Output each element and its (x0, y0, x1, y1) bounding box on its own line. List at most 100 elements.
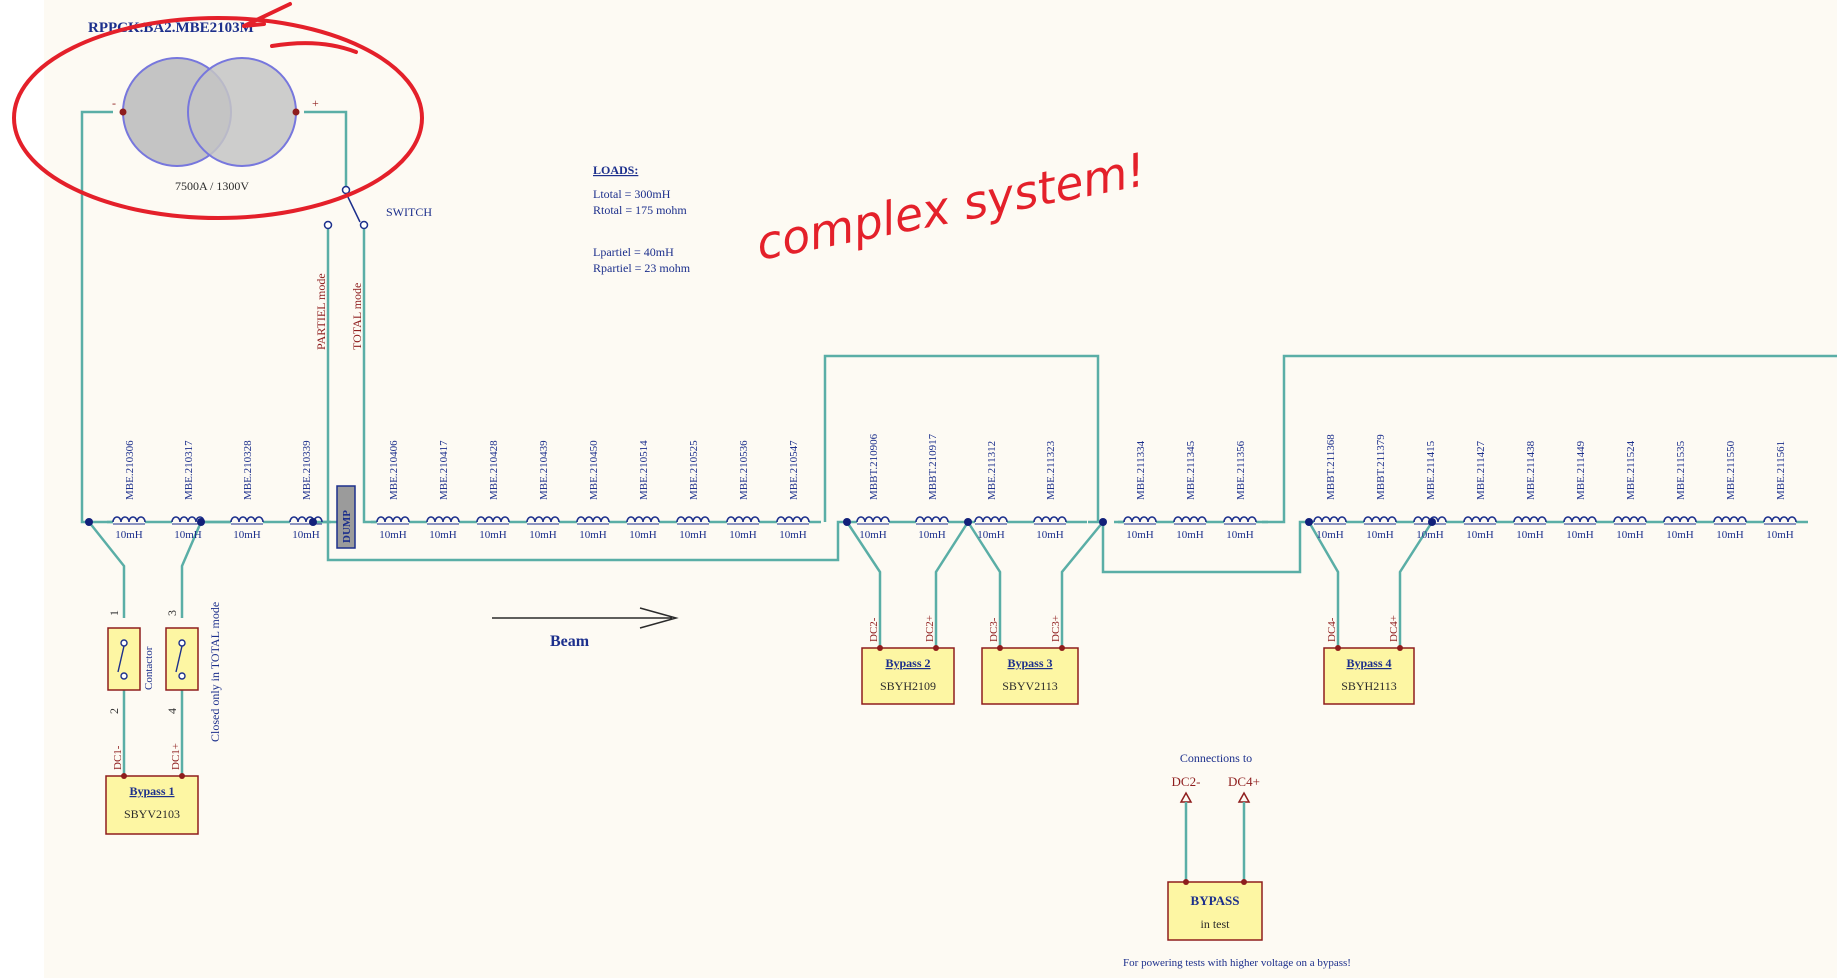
bypass-name: Bypass 1 (129, 784, 174, 798)
inductor-coil-icon (776, 516, 810, 523)
contactor-pin-3: 3 (165, 610, 179, 616)
source-minus-label: - (112, 96, 116, 110)
bypass-terminal-minus: DC1- (112, 745, 124, 770)
inductor-coil-icon (230, 516, 264, 523)
inductor-coil-icon (1363, 516, 1397, 523)
inductor-coil-icon (915, 516, 949, 523)
inductor-coil-icon (426, 516, 460, 523)
partial-mode-label: PARTIEL mode (314, 273, 328, 350)
magnet-mbe-210417: MBE.210417 10mH (421, 440, 471, 541)
inductor-value: 10mH (729, 529, 757, 541)
switch-contact-total (359, 220, 369, 230)
switch-label: SWITCH (386, 205, 432, 219)
inductor-value: 10mH (1036, 529, 1064, 541)
bypass-name: Bypass 4 (1346, 656, 1391, 670)
inductor-value: 10mH (1316, 529, 1344, 541)
inductor-value: 10mH (1516, 529, 1544, 541)
switch-blade (345, 192, 361, 223)
magnet-mbe-211550: MBE.211550 10mH (1708, 440, 1758, 541)
inductor-value: 10mH (679, 529, 707, 541)
magnet-mbe-210536: MBE.210536 10mH (721, 440, 771, 541)
loads-ltotal: Ltotal = 300mH (593, 187, 671, 201)
inductor-coil-icon (1313, 516, 1347, 523)
magnet-name: MBE.211323 (1045, 440, 1057, 500)
junction-node (309, 518, 317, 526)
inductor-coil-icon (171, 516, 205, 523)
bypass-code: SBYH2109 (880, 679, 936, 693)
magnet-name: MBE.210328 (242, 440, 254, 500)
inductor-coil-icon (1713, 516, 1747, 523)
magnet-name: MBE.210536 (738, 440, 750, 500)
beam-direction: Beam (492, 607, 679, 650)
inductor-value: 10mH (429, 529, 457, 541)
junction-node (1099, 518, 1107, 526)
total-mode-label: TOTAL mode (350, 283, 364, 350)
bypass-1: Bypass 1 SBYV2103 DC1- DC1+ (105, 743, 199, 835)
source-plus-label: + (312, 96, 319, 110)
inductor-value: 10mH (1226, 529, 1254, 541)
contactor-pin-1: 1 (107, 610, 121, 616)
bypass-name: Bypass 3 (1007, 656, 1052, 670)
inductor-coil-icon (1033, 516, 1067, 523)
inductor-value: 10mH (379, 529, 407, 541)
inductor-value: 10mH (1366, 529, 1394, 541)
magnet-name: MBE.211535 (1675, 440, 1687, 500)
inductor-value: 10mH (1416, 529, 1444, 541)
bypass-terminal-minus: DC3- (988, 617, 1000, 642)
inductor-coil-icon (1463, 516, 1497, 523)
source-coil-right-icon (187, 57, 297, 167)
contactor-note: Closed only in TOTAL mode (208, 602, 222, 742)
bypass-code: SBYV2103 (124, 807, 180, 821)
bypass-terminal-plus: DC1+ (170, 743, 182, 770)
contactor-pin-2: 2 (107, 708, 121, 714)
inductor-coil-icon (112, 516, 146, 523)
magnet-name: MBE.210406 (388, 440, 400, 500)
magnet-name: MBE.210428 (488, 440, 500, 500)
magnet-name: MBE.211415 (1425, 440, 1437, 500)
magnet-name: MBE.211427 (1475, 440, 1487, 500)
magnet-mbe-211415: MBE.211415 10mH (1408, 440, 1458, 541)
junction-nodes (85, 518, 1436, 526)
junction-node (964, 518, 972, 526)
inductor-value: 10mH (1566, 529, 1594, 541)
inductor-coil-icon (1763, 516, 1797, 523)
magnet-name: MBE.211550 (1725, 440, 1737, 500)
inductor-coil-icon (856, 516, 890, 523)
junction-node (85, 518, 93, 526)
inductor-value: 10mH (115, 529, 143, 541)
inductor-coil-icon (1563, 516, 1597, 523)
magnet-name: MBE.211356 (1235, 440, 1247, 500)
test-connections-title: Connections to (1180, 751, 1252, 765)
inductor-value: 10mH (529, 529, 557, 541)
inductor-coil-icon (1513, 516, 1547, 523)
bypass-terminal-plus: DC2+ (924, 615, 936, 642)
inductor-coil-icon (476, 516, 510, 523)
switch-pivot (341, 185, 351, 195)
loads-lpartiel: Lpartiel = 40mH (593, 245, 674, 259)
source-terminal-minus (119, 108, 127, 116)
magnet-mbe-211438: MBE.211438 10mH (1508, 440, 1558, 541)
magnet-bus: MBE.21030610mHMBE.21031710mHMBE.21032810… (107, 433, 1808, 541)
inductor-value: 10mH (1616, 529, 1644, 541)
junction-node (197, 518, 205, 526)
inductor-value: 10mH (1716, 529, 1744, 541)
inductor-value: 10mH (579, 529, 607, 541)
magnet-name: MBBT.211368 (1325, 434, 1337, 500)
inductor-coil-icon (676, 516, 710, 523)
magnet-name: MBE.210417 (438, 440, 450, 500)
contactor-switch-2 (165, 627, 199, 691)
junction-node (843, 518, 851, 526)
magnet-name: MBE.211438 (1525, 440, 1537, 500)
magnet-name: MBE.210439 (538, 440, 550, 500)
test-bypass-note: For powering tests with higher voltage o… (1123, 957, 1351, 969)
bypass-terminal-plus: DC3+ (1050, 615, 1062, 642)
inductor-value: 10mH (918, 529, 946, 541)
